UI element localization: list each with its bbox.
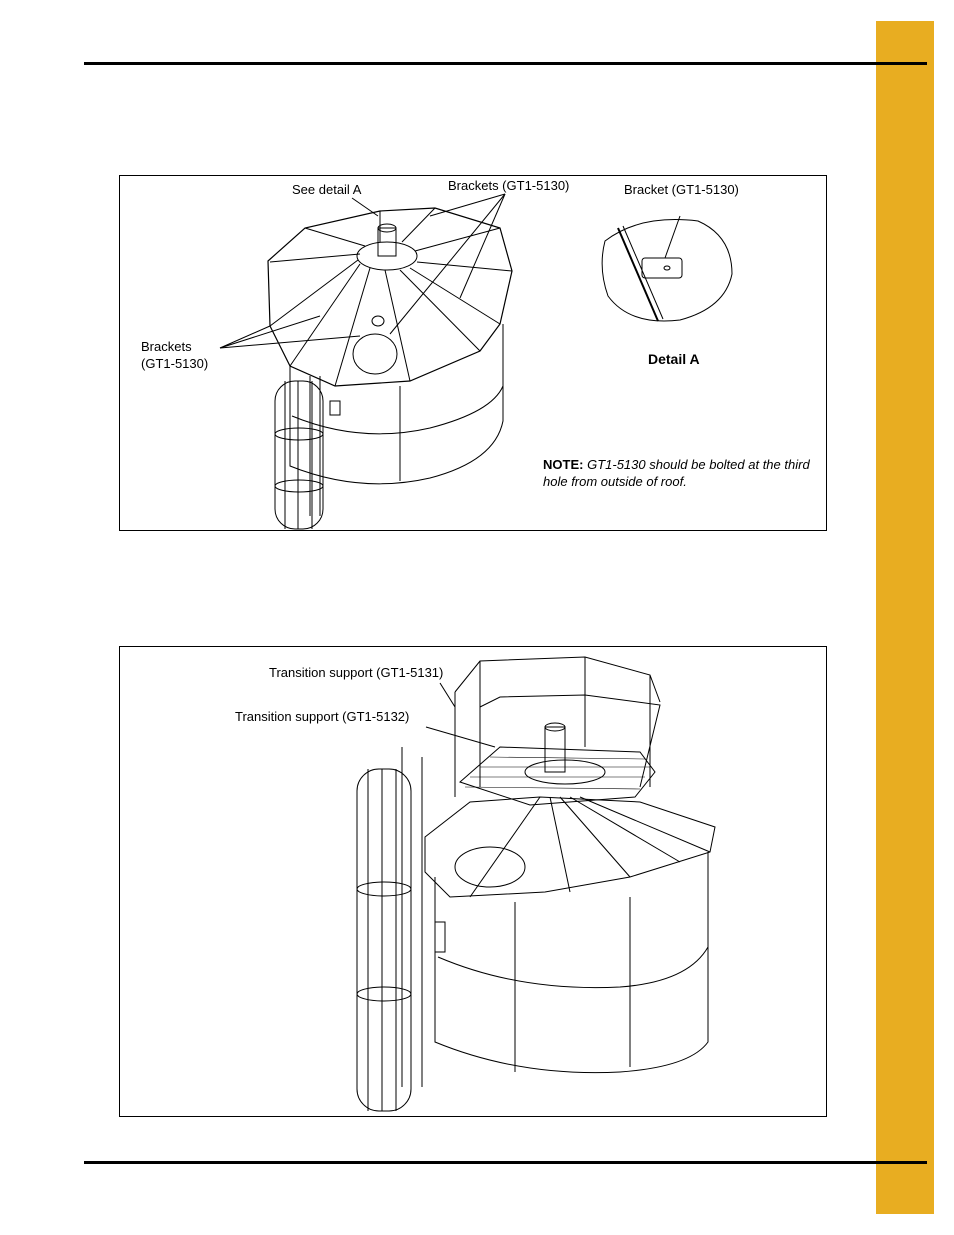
detail-a-title: Detail A [648,351,700,367]
note-label: NOTE: [543,457,584,472]
brackets-top-label: Brackets (GT1-5130) [448,178,570,193]
header-rule [84,62,927,65]
footer-rule [84,1161,927,1164]
brackets-left-label-line1: Brackets [141,339,192,354]
see-detail-a-label: See detail A [292,182,362,197]
bracket-detail-label: Bracket (GT1-5130) [624,182,739,197]
brackets-left-label-line2: (GT1-5130) [141,356,209,371]
note-block: NOTE: GT1-5130 should be bolted at the t… [543,456,813,490]
figure-roof-brackets: See detail A Brackets (GT1-5130) Bracket… [119,175,827,531]
bin-platform-drawing [356,656,716,1112]
chapter-tab [876,21,934,1214]
figure-transition-supports: Transition support (GT1-5131) Transition… [119,646,827,1117]
note-text: GT1-5130 should be bolted at the third h… [543,457,810,489]
bin-roof-drawing [219,193,733,530]
transition-support-5132-label: Transition support (GT1-5132) [235,709,410,724]
transition-support-5131-label: Transition support (GT1-5131) [269,665,444,680]
